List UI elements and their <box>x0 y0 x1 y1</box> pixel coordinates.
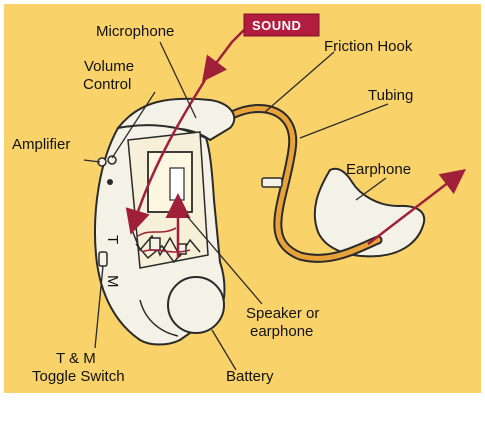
amplifier-label: Amplifier <box>12 136 70 153</box>
earphone-label: Earphone <box>346 161 411 178</box>
switch-m-label: M <box>104 275 121 288</box>
tubing-label: Tubing <box>368 87 413 104</box>
tubing-collar <box>262 178 282 187</box>
volume-control-label-line2: Control <box>83 76 131 93</box>
speaker-core <box>170 168 184 200</box>
toggle-switch-label-line2: Toggle Switch <box>32 368 125 385</box>
volume-dial <box>107 179 113 185</box>
speaker-label-line1: Speaker or <box>246 305 319 322</box>
speaker-label-line2: earphone <box>250 323 313 340</box>
sound-label: SOUND <box>252 18 301 33</box>
volume-control-label-line1: Volume <box>84 58 134 75</box>
battery <box>168 277 224 333</box>
toggle-switch <box>99 252 107 266</box>
battery-label: Battery <box>226 368 274 385</box>
sound-input-arrow <box>205 30 244 78</box>
switch-t-label: T <box>104 235 121 244</box>
toggle-switch-label-line1: T & M <box>56 350 96 367</box>
microphone-label: Microphone <box>96 23 174 40</box>
friction-hook-label: Friction Hook <box>324 38 413 55</box>
